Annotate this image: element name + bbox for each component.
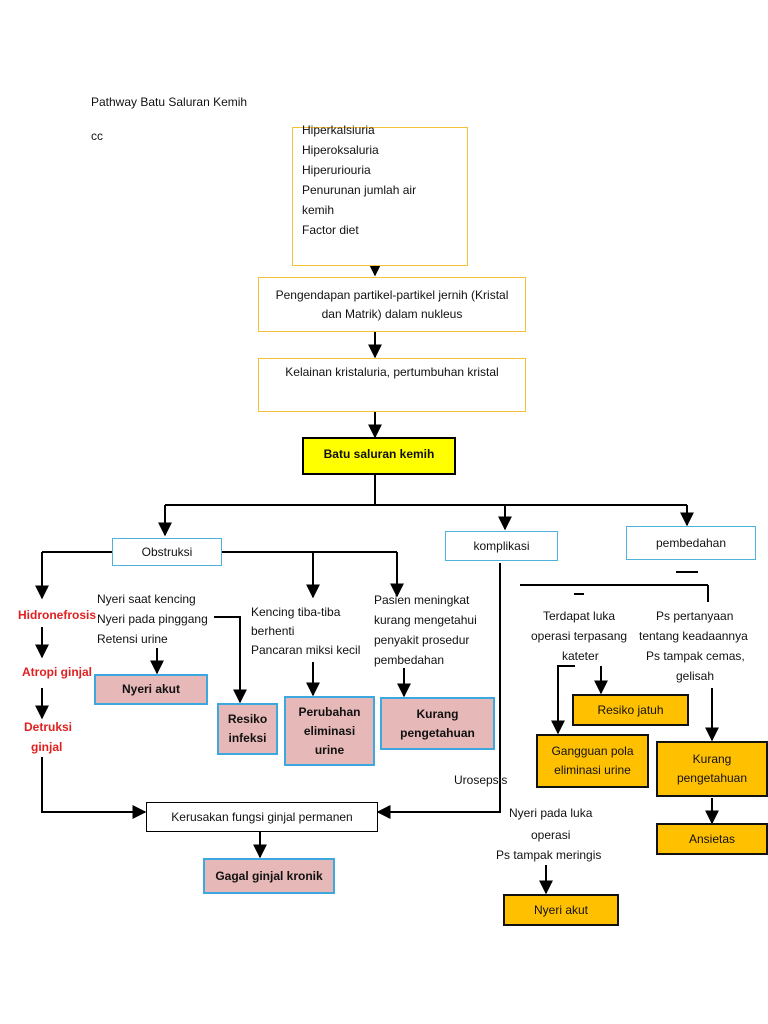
cause-hiperoksaluria: Hiperoksaluria: [302, 143, 379, 157]
diagnosis-perubahan-label-1: Perubahan: [298, 704, 361, 719]
symptom-small-stream: Pancaran miksi kecil: [251, 643, 361, 657]
diagnosis-gangguan-label-2: eliminasi urine: [554, 763, 631, 777]
diagnosis-nyeri-akut-surgery-label: Nyeri akut: [533, 902, 589, 917]
surgery-question-2: tentang keadaannya: [639, 629, 748, 643]
diagnosis-ansietas-label: Ansietas: [688, 831, 736, 846]
cause-diet: Factor diet: [302, 223, 359, 237]
surgery-wound-3: kateter: [562, 649, 599, 663]
diagnosis-kurang-pengetahuan-surgery: Kurang pengetahuan: [656, 741, 768, 797]
page-title: Pathway Batu Saluran Kemih: [91, 95, 248, 109]
diagnosis-kurang-label-2: pengetahuan: [400, 725, 475, 740]
diagnosis-resiko-infeksi-label-1: Resiko: [227, 712, 268, 726]
symptom-sudden-stop-2: berhenti: [251, 624, 295, 638]
detruksi-label-1: Detruksi: [24, 720, 73, 734]
sedimentation-line-1: Pengendapan partikel-partikel jernih (Kr…: [275, 287, 509, 302]
diagnosis-resiko-infeksi: Resiko infeksi: [217, 703, 278, 755]
diagnosis-resiko-infeksi-label-2: infeksi: [228, 731, 267, 745]
main-node-batu-saluran-kemih: Batu saluran kemih: [302, 437, 456, 475]
branch-obstruksi-label: Obstruksi: [141, 544, 193, 559]
patient-knowledge-2: kurang mengetahui: [374, 613, 477, 627]
cause-water-decrease-cont: kemih: [302, 203, 335, 217]
diagnosis-perubahan-label-2: eliminasi: [303, 723, 356, 738]
detruksi-label-2: ginjal: [31, 740, 63, 754]
branch-komplikasi-label: komplikasi: [473, 538, 530, 553]
surgery-question-3: Ps tampak cemas,: [646, 649, 745, 663]
cause-water-decrease: Penurunan jumlah air: [302, 183, 417, 197]
diagnosis-nyeri-akut: Nyeri akut: [94, 674, 208, 705]
symptom-flank-pain: Nyeri pada pinggang: [97, 612, 208, 626]
symptom-retention: Retensi urine: [97, 632, 168, 646]
kidney-damage-box: Kerusakan fungsi ginjal permanen: [146, 802, 378, 832]
surgery-pain-2: operasi: [531, 828, 571, 842]
symptom-sudden-stop-1: Kencing tiba-tiba: [251, 605, 341, 619]
page-note: cc: [91, 129, 103, 143]
diagnosis-ansietas: Ansietas: [656, 823, 768, 855]
cause-hiperuriouria: Hiperuriouria: [302, 163, 371, 177]
arrow-to-resiko-infeksi: [214, 616, 247, 704]
surgery-pain-3: Ps tampak meringis: [496, 848, 602, 862]
patient-knowledge-4: pembedahan: [374, 653, 445, 667]
surgery-question-4: gelisah: [676, 669, 715, 683]
patient-knowledge-3: penyakit prosedur: [374, 633, 470, 647]
branch-pembedahan-label: pembedahan: [655, 535, 727, 550]
crystal-box: Kelainan kristaluria, pertumbuhan krista…: [258, 358, 526, 412]
patient-knowledge-1: Pasien meningkat: [374, 593, 470, 607]
diagnosis-kurang-surgery-label-2: pengetahuan: [676, 771, 748, 785]
symptom-pain-urination: Nyeri saat kencing: [97, 592, 196, 606]
branch-komplikasi: komplikasi: [445, 531, 558, 561]
diagnosis-kurang-label-1: Kurang: [416, 706, 459, 721]
arrow-urosepsis-to-kerusakan: [376, 563, 501, 819]
surgery-pain-1: Nyeri pada luka: [509, 806, 593, 820]
causes-box: Hiperkalsiuria Hiperoksaluria Hiperuriou…: [292, 123, 468, 266]
diagnosis-perubahan-label-3: urine: [314, 742, 345, 757]
diagnosis-gagal-ginjal-label: Gagal ginjal kronik: [215, 868, 323, 883]
diagnosis-resiko-jatuh: Resiko jatuh: [572, 694, 689, 726]
kidney-damage-label: Kerusakan fungsi ginjal permanen: [171, 809, 353, 824]
arrow-to-gangguan: [551, 665, 575, 735]
diagnosis-gagal-ginjal-kronik: Gagal ginjal kronik: [203, 858, 335, 894]
diagnosis-gangguan-label-1: Gangguan pola: [551, 744, 634, 758]
sedimentation-line-2: dan Matrik) dalam nukleus: [321, 306, 463, 321]
branch-pembedahan: pembedahan: [626, 526, 756, 560]
diagnosis-nyeri-akut-label: Nyeri akut: [121, 682, 181, 696]
diagnosis-gangguan-pola-eliminasi: Gangguan pola eliminasi urine: [536, 734, 649, 788]
hidronefrosis-label: Hidronefrosis: [18, 608, 97, 622]
arrow-detruksi-to-kerusakan: [41, 757, 147, 819]
diagnosis-kurang-pengetahuan: Kurang pengetahuan: [380, 697, 495, 750]
diagnosis-perubahan-eliminasi: Perubahan eliminasi urine: [284, 696, 375, 766]
crystal-text: Kelainan kristaluria, pertumbuhan krista…: [285, 365, 499, 379]
surgery-wound-2: operasi terpasang: [531, 629, 628, 643]
main-node-label: Batu saluran kemih: [323, 447, 435, 461]
urosepsis-label: Urosepsis: [454, 773, 508, 787]
surgery-question-1: Ps pertanyaan: [656, 609, 734, 623]
atropi-ginjal-label: Atropi ginjal: [22, 665, 92, 679]
sedimentation-box: Pengendapan partikel-partikel jernih (Kr…: [258, 277, 526, 332]
diagnosis-kurang-surgery-label-1: Kurang: [692, 752, 732, 766]
surgery-wound-1: Terdapat luka: [543, 609, 616, 623]
diagnosis-nyeri-akut-surgery: Nyeri akut: [503, 894, 619, 926]
branch-obstruksi: Obstruksi: [112, 538, 222, 566]
diagnosis-resiko-jatuh-label: Resiko jatuh: [597, 702, 664, 717]
cause-hiperkalsiuria: Hiperkalsiuria: [302, 123, 375, 137]
